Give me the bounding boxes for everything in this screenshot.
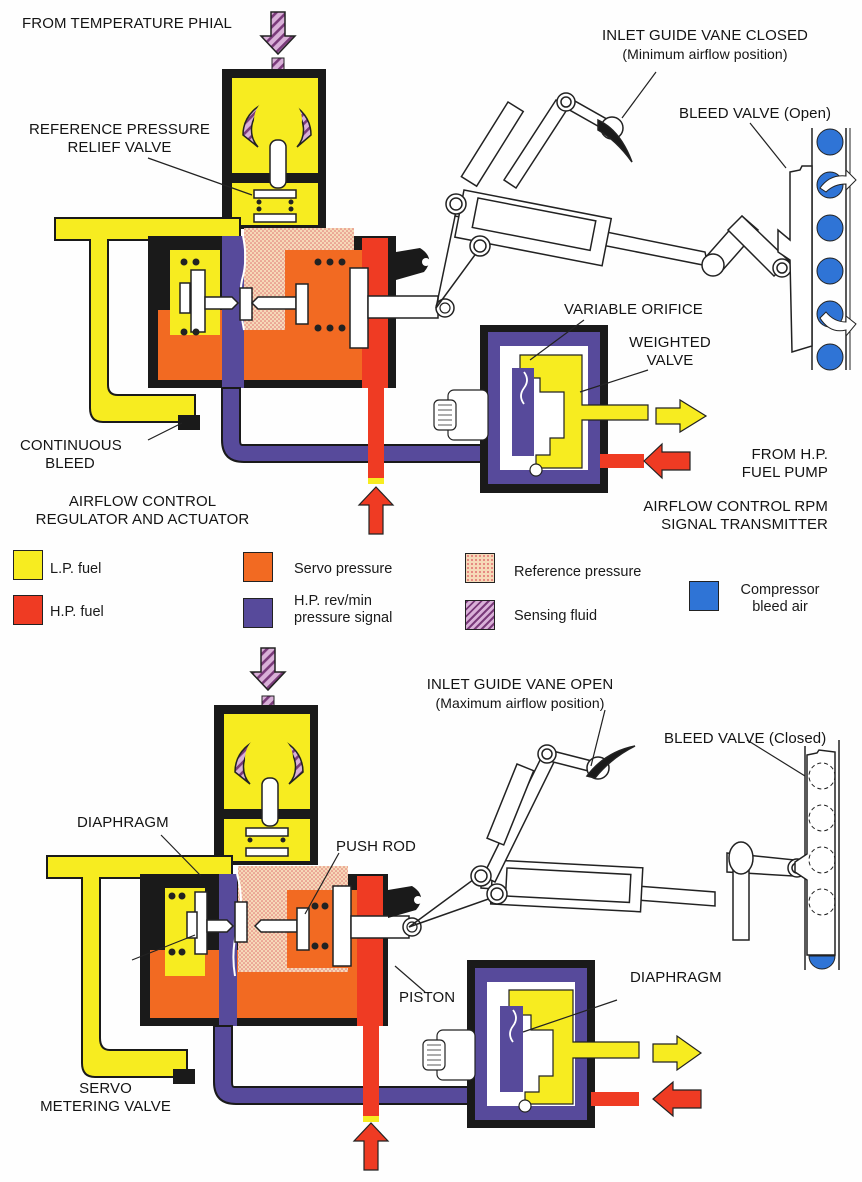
leader-lines-top [147, 71, 787, 441]
label-line: (Maximum airflow position) [435, 695, 605, 711]
legend-label-servo-pressure: Servo pressure [294, 561, 393, 577]
legend-swatch-hp-signal [243, 598, 273, 628]
label-reference-relief-valve: REFERENCE PRESSURE RELIEF VALVE [22, 121, 217, 157]
legend-swatch-lp-fuel [13, 550, 43, 580]
label-igv-closed: INLET GUIDE VANE CLOSED (Minimum airflow… [580, 27, 830, 63]
label-continuous-bleed: CONTINUOUS BLEED [20, 437, 122, 473]
airflow-regulator-block-bottom [140, 866, 422, 1026]
label-line: Compressor [740, 582, 820, 598]
label-line: REGULATOR AND ACTUATOR [35, 511, 250, 528]
label-line: METERING VALVE [40, 1098, 171, 1115]
label-variable-orifice: VARIABLE ORIFICE [564, 301, 703, 318]
bottom-diagram [46, 647, 840, 1171]
label-igv-open: INLET GUIDE VANE OPEN (Maximum airflow p… [410, 676, 630, 712]
label-from-hp-fuel-pump: FROM H.P. FUEL PUMP [700, 446, 828, 482]
airflow-regulator-block-top [148, 228, 455, 388]
legend-swatch-servo-pressure [243, 552, 273, 582]
rpm-signal-transmitter-bottom [422, 960, 703, 1128]
label-rpm-signal-transmitter: AIRFLOW CONTROL RPM SIGNAL TRANSMITTER [620, 498, 828, 534]
label-line: SERVO [79, 1080, 132, 1097]
hp-fuel-line-bottom [352, 1026, 390, 1171]
temperature-sensor-housing-top [222, 69, 326, 229]
label-line: pressure signal [294, 610, 393, 626]
lp-fuel-line-top [54, 217, 241, 423]
label-line: WEIGHTED [629, 334, 711, 351]
leader-lines-bottom [131, 709, 806, 1033]
label-line: AIRFLOW CONTROL [68, 493, 217, 510]
legend-swatch-sensing-fluid [465, 600, 495, 630]
label-line: H.P. rev/min [294, 593, 372, 609]
label-line: BLEED [45, 455, 95, 472]
label-line: RELIEF VALVE [67, 139, 172, 156]
label-regulator-actuator: AIRFLOW CONTROL REGULATOR AND ACTUATOR [20, 493, 265, 529]
legend-label-lp-fuel: L.P. fuel [50, 561, 102, 577]
label-bleed-valve-closed: BLEED VALVE (Closed) [664, 730, 827, 747]
actuator-linkage-bottom [408, 744, 807, 941]
label-line: INLET GUIDE VANE OPEN [426, 676, 614, 693]
label-line: FUEL PUMP [741, 464, 828, 481]
label-line: SIGNAL TRANSMITTER [661, 516, 828, 533]
label-line: INLET GUIDE VANE CLOSED [602, 27, 808, 44]
hp-fuel-line-top [357, 388, 395, 535]
legend-swatch-hp-fuel [13, 595, 43, 625]
rpm-signal-transmitter-top [433, 325, 708, 493]
legend-label-sensing-fluid: Sensing fluid [514, 608, 598, 624]
label-line: bleed air [752, 599, 808, 615]
lp-fuel-line-bottom [46, 855, 233, 1078]
label-line: VALVE [646, 352, 694, 369]
label-piston: PISTON [399, 989, 456, 1006]
legend-label-hp-signal: H.P. rev/min pressure signal [294, 593, 392, 627]
label-line: AIRFLOW CONTROL RPM [643, 498, 828, 515]
label-line: FROM H.P. [751, 446, 828, 463]
legend-swatch-compressor-bleed-air [689, 581, 719, 611]
actuator-linkage-top [435, 92, 792, 309]
legend-label-reference-pressure: Reference pressure [514, 564, 642, 580]
label-line: REFERENCE PRESSURE [28, 121, 210, 138]
bleed-valve-open [777, 128, 857, 371]
legend-label-compressor-bleed-air: Compressor bleed air [735, 582, 825, 616]
label-servo-metering-valve: SERVO METERING VALVE [28, 1080, 183, 1116]
label-line: (Minimum airflow position) [622, 46, 788, 62]
label-diaphragm-right: DIAPHRAGM [630, 969, 722, 986]
label-line: CONTINUOUS [20, 437, 122, 454]
label-push-rod: PUSH ROD [336, 838, 416, 855]
legend-label-hp-fuel: H.P. fuel [50, 604, 104, 620]
label-diaphragm-left: DIAPHRAGM [77, 814, 169, 831]
top-diagram [54, 11, 857, 535]
legend-swatch-reference-pressure [465, 553, 495, 583]
temperature-sensor-housing-bottom [214, 705, 318, 865]
bleed-valve-closed [794, 740, 840, 970]
label-weighted-valve: WEIGHTED VALVE [620, 334, 720, 370]
label-from-temperature-phial: FROM TEMPERATURE PHIAL [22, 15, 233, 32]
label-bleed-valve-open: BLEED VALVE (Open) [679, 105, 832, 122]
